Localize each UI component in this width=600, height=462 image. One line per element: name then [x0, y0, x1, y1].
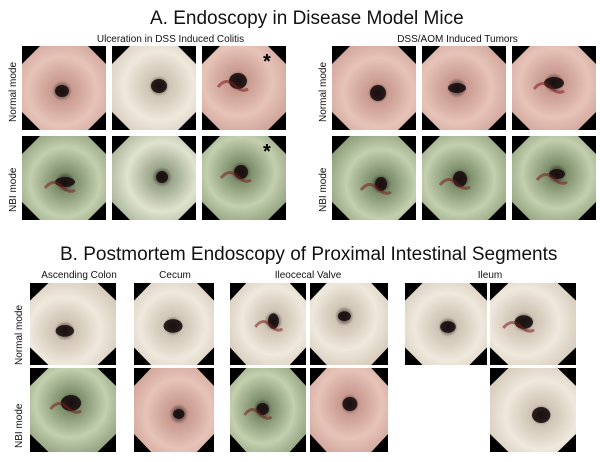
endoscopy-image-ascending-colon-normal — [30, 283, 116, 365]
endoscopy-image-ileum-nbi — [490, 368, 576, 452]
endoscopy-image-cecum-nbi — [134, 368, 214, 452]
endoscopy-image-ileocecal-normal-1 — [230, 283, 306, 365]
endoscopy-image-tumor-nbi-3 — [512, 136, 596, 220]
asterisk-marker-nbi: * — [263, 141, 271, 163]
endoscopy-image-colitis-nbi-2 — [112, 136, 196, 220]
row-label-a-nbi: NBI mode — [8, 167, 19, 212]
endoscopy-image-cecum-normal — [134, 283, 214, 365]
asterisk-marker-normal: * — [263, 51, 271, 73]
endoscopy-image-ileum-normal-2 — [490, 283, 576, 365]
endoscopy-image-colitis-normal-3 — [202, 46, 286, 130]
endoscopy-image-ascending-colon-nbi — [30, 368, 116, 452]
endoscopy-image-tumor-nbi-2 — [422, 136, 506, 220]
label-ileum: Ileum — [477, 270, 503, 281]
row-label-a-normal-right: Normal mode — [318, 61, 329, 122]
endoscopy-image-colitis-nbi-1 — [22, 136, 106, 220]
row-label-a-nbi-right: NBI mode — [318, 167, 329, 212]
row-label-a-normal: Normal mode — [8, 61, 19, 122]
endoscopy-image-ileum-normal-1 — [405, 283, 487, 365]
label-ascending-colon: Ascending Colon — [41, 270, 117, 281]
section-b-title: B. Postmortem Endoscopy of Proximal Inte… — [60, 244, 558, 265]
endoscopy-image-tumor-normal-2 — [422, 46, 506, 130]
label-ulceration-dss: Ulceration in DSS Induced Colitis — [96, 34, 245, 45]
label-dss-aom-tumors: DSS/AOM Induced Tumors — [397, 34, 518, 45]
section-a-title: A. Endoscopy in Disease Model Mice — [150, 8, 464, 29]
endoscopy-image-ileocecal-nbi-1 — [230, 368, 306, 452]
endoscopy-image-tumor-normal-1 — [332, 46, 416, 130]
label-cecum: Cecum — [159, 270, 191, 281]
label-ileocecal-valve: Ileocecal Valve — [274, 270, 342, 281]
endoscopy-image-colitis-normal-1 — [22, 46, 106, 130]
endoscopy-image-ileocecal-nbi-2 — [310, 368, 388, 452]
endoscopy-image-colitis-nbi-3 — [202, 136, 286, 220]
row-label-b-normal: Normal mode — [14, 304, 25, 365]
endoscopy-image-tumor-normal-3 — [512, 46, 596, 130]
row-label-b-nbi: NBI mode — [14, 403, 25, 448]
endoscopy-image-colitis-normal-2 — [112, 46, 196, 130]
endoscopy-image-tumor-nbi-1 — [332, 136, 416, 220]
endoscopy-image-ileocecal-normal-2 — [310, 283, 388, 365]
